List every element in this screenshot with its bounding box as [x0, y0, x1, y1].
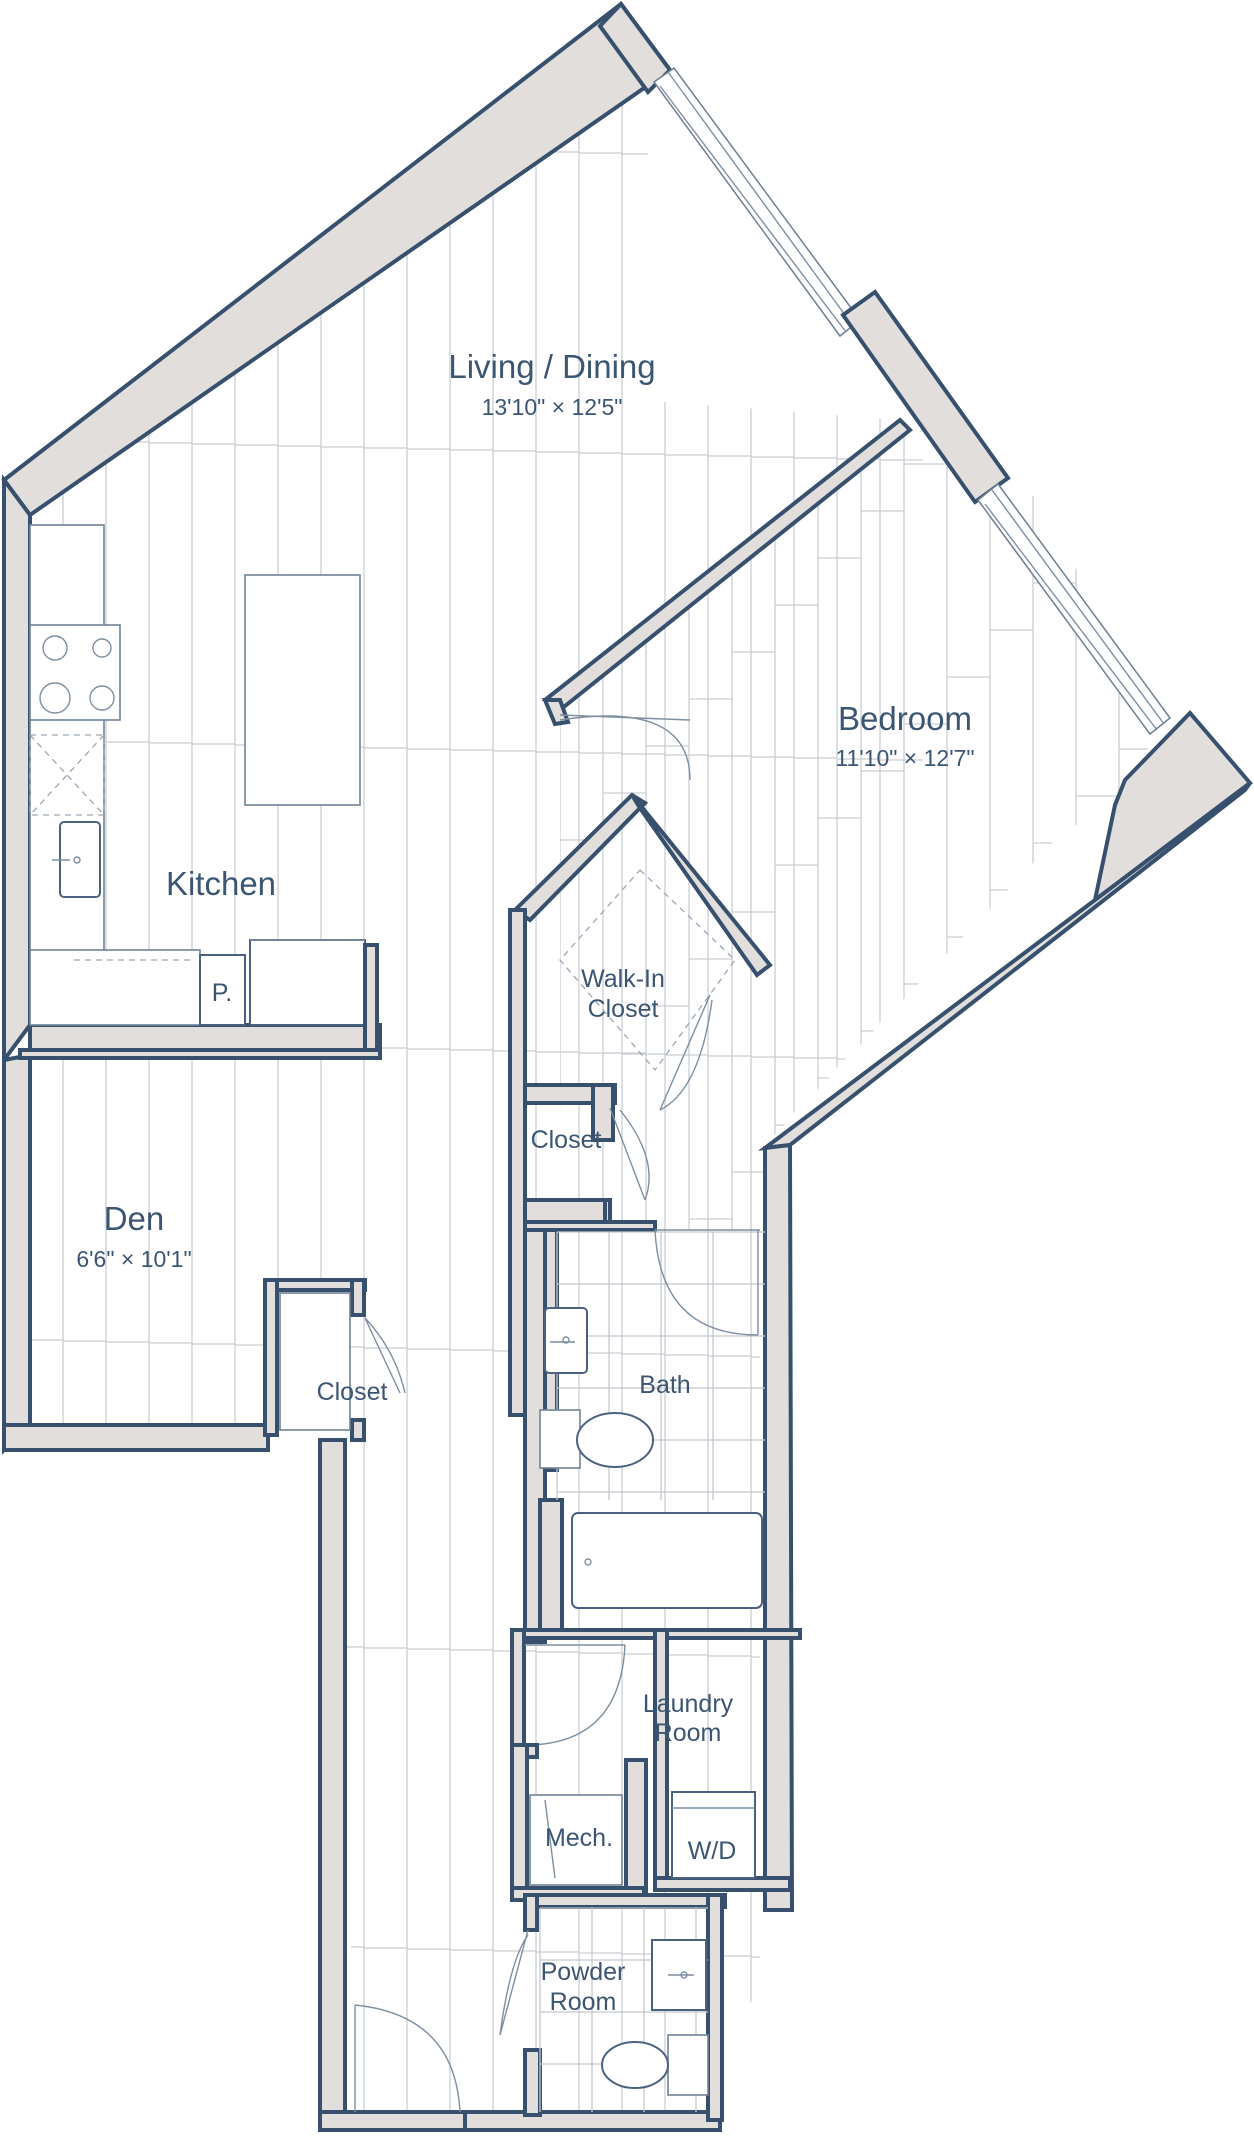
- kitchen-label: Kitchen: [166, 865, 276, 902]
- powder-room-label-line1: Powder: [541, 1958, 626, 1986]
- bath-label: Bath: [639, 1371, 690, 1399]
- powder-room-area: [499, 1893, 727, 2122]
- den-closet-area: [263, 1278, 406, 1442]
- laundry-label-line1: Laundry: [643, 1690, 734, 1718]
- mech-label: Mech.: [545, 1824, 613, 1852]
- walk-in-closet-label-line2: Closet: [588, 995, 659, 1023]
- walk-in-closet-label-line1: Walk-In: [581, 965, 665, 993]
- living-dining-label: Living / Dining: [448, 348, 655, 385]
- powder-room-label-line2: Room: [550, 1988, 617, 2016]
- kitchen-area: [29, 524, 379, 1055]
- den-closet-label: Closet: [317, 1378, 388, 1406]
- entry-door: [354, 2004, 461, 2113]
- washer-dryer-label: W/D: [688, 1837, 737, 1865]
- den-dims: 6'6" × 10'1": [76, 1246, 191, 1272]
- laundry-label-line2: Room: [655, 1719, 722, 1747]
- living-dining-dims: 13'10" × 12'5": [482, 394, 623, 420]
- bedroom-label: Bedroom: [838, 700, 972, 737]
- laundry-area: [510, 1628, 792, 1902]
- bedroom-closet-label: Closet: [531, 1126, 602, 1154]
- bedroom-dims: 11'10" × 12'7": [835, 745, 974, 771]
- bath-area: [518, 1220, 802, 1644]
- pantry-label: P.: [212, 979, 232, 1007]
- bedroom-wood-floor: [560, 420, 1160, 1230]
- den-label: Den: [104, 1200, 165, 1237]
